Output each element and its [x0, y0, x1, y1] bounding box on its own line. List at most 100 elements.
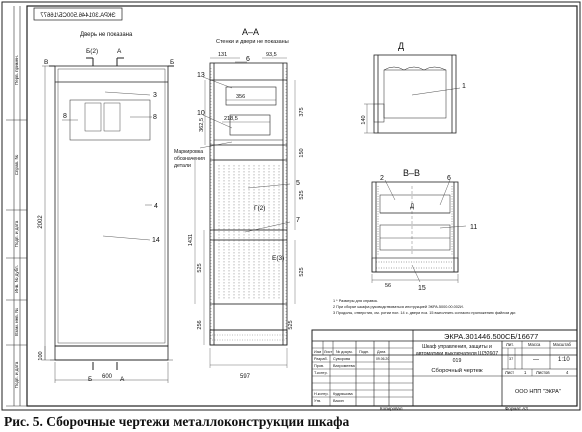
top-stamp: ЭКРА.301446.500СБ/16677 [40, 13, 116, 19]
section-b2-label: Б(2) [86, 48, 98, 55]
scale-value: 1:10 [558, 357, 570, 363]
side-strip [6, 6, 27, 407]
vv-callout-11: 11 [470, 224, 477, 231]
product-name-line-3: 019 [453, 358, 462, 364]
view-d-drawing [364, 54, 461, 134]
sheet-border [1, 1, 581, 411]
section-aa-top-parts [214, 86, 283, 141]
note-2: 2 При сборке шкафа руководствоваться инс… [333, 305, 464, 309]
title-block-right: Лит. Масса Масштаб 37 — 1:10 Лист 1 Лист… [505, 342, 572, 395]
vv-view-mark-d: Д [410, 204, 414, 210]
side-cell-2: Справ. № [14, 155, 19, 176]
section-a-label: А [117, 48, 122, 55]
front-base-dim: 100 [38, 351, 44, 360]
section-a-bottom-label: А [120, 376, 125, 383]
section-vv-title: В–В [403, 168, 420, 178]
aa-dim-597: 597 [240, 374, 251, 380]
title-block-grid [311, 329, 578, 407]
aa-callout-10: 10 [197, 110, 205, 117]
col-header-doc: № докум. [336, 350, 353, 354]
section-vv-drawing [371, 181, 459, 283]
aa-dim-218-5: 218,5 [224, 116, 238, 122]
drawing-frame [26, 5, 578, 407]
section-b-bottom-label: Б [88, 376, 92, 383]
aa-dim-356: 356 [236, 94, 245, 100]
aa-dim-375: 375 [299, 107, 305, 116]
row-role-6: Утв. [314, 399, 321, 403]
section-aa-perforation [210, 68, 287, 341]
aa-dim-256: 256 [197, 320, 203, 329]
assembly-drawing-sheet: Перв. примен. Справ. № Подп. и дата Инв.… [1, 1, 581, 411]
sheets-value: 4 [566, 370, 569, 375]
front-section-marks [49, 57, 174, 370]
front-callouts: 3 8 8 4 14 [62, 91, 160, 244]
col-header-list: Лист [324, 350, 333, 354]
front-width-dim: 600 [102, 374, 113, 380]
company-name: ООО НПП "ЭКРА" [515, 389, 561, 395]
top-stamp-box [33, 7, 123, 21]
mass-value: — [533, 357, 539, 363]
aa-callout-e3: Е(3) [272, 255, 284, 262]
aa-dim-150: 150 [299, 148, 305, 157]
section-aa-dimensions: 131 93,5 356 218,5 362,5 375 150 525 525… [188, 52, 305, 380]
view-v-label: В [44, 59, 48, 66]
aa-dim-131: 131 [218, 52, 227, 58]
front-view [50, 65, 173, 361]
view-d-callout-1: 1 [462, 83, 466, 90]
section-aa-dimension-lines [194, 57, 296, 368]
aa-dim-525-a: 525 [299, 190, 305, 199]
format-label: Формат А3 [505, 406, 528, 411]
marking-note-line-3: детали [174, 163, 191, 169]
sheet-label: Лист [505, 370, 514, 375]
aa-dim-93-5: 93,5 [266, 52, 277, 58]
front-callout-3: 3 [153, 92, 157, 99]
front-labels: Дверь не показана Б(2) А В Б 2002 100 60… [38, 32, 174, 383]
marking-note: Маркировка обозначения детали [174, 141, 233, 169]
col-header-izm: Изм [314, 350, 321, 354]
view-d-dim-140: 140 [361, 115, 367, 124]
copied-label: Копировал [380, 406, 403, 411]
section-aa-subtitle: Стенки и двери не показаны [216, 39, 289, 45]
row-date-1: 09.06.20 [376, 357, 389, 361]
row-name-5: Кудряшова [333, 392, 353, 396]
col-header-sign: Подп. [359, 350, 369, 354]
side-cell-1: Перв. примен. [14, 55, 19, 85]
side-cell-6: Подп. и дата [14, 361, 19, 388]
section-vv-callouts: 2 6 11 15 Д [380, 175, 477, 292]
aa-dim-362-5: 362,5 [199, 118, 205, 132]
row-name-6: Васин [333, 399, 344, 403]
row-role-2: Пров. [314, 364, 324, 368]
front-callout-14: 14 [152, 237, 160, 244]
view-b-label: Б [170, 59, 174, 66]
doc-number: ЭКРА.301446.500СБ/16677 [444, 332, 538, 341]
sheet-value: 1 [524, 370, 527, 375]
marking-note-line-1: Маркировка [174, 149, 203, 155]
section-aa-frame [209, 62, 288, 346]
title-block-headers: Изм Лист № докум. Подп. Дата [314, 350, 386, 354]
front-callout-4: 4 [154, 203, 158, 210]
side-strip-labels: Перв. примен. Справ. № Подп. и дата Инв.… [14, 55, 19, 388]
drawing-notes: 1 * Размеры для справок. 2 При сборке шк… [333, 299, 516, 315]
product-name-line-2: автоматики выключателя ШЭ2607 [416, 351, 498, 357]
title-block-rows: Разраб. Суворова 09.06.20 Пров. Вахромее… [314, 357, 389, 403]
vv-dim-56: 56 [385, 283, 391, 289]
lit-value: 37 [509, 357, 513, 361]
aa-callout-5: 5 [296, 180, 300, 187]
aa-callout-7: 7 [296, 217, 300, 224]
aa-callout-g2: Г(2) [254, 205, 265, 212]
marking-note-line-2: обозначения [174, 156, 205, 162]
vv-callout-15: 15 [418, 285, 426, 292]
front-callout-8-right: 8 [153, 114, 157, 121]
figure-caption: Рис. 5. Сборочные чертежи металлоконстру… [4, 414, 350, 429]
note-1: 1 * Размеры для справок. [333, 299, 378, 303]
row-role-5: Н.контр. [314, 392, 329, 396]
scale-label: Масштаб [553, 342, 572, 347]
aa-dim-525-c: 525 [197, 263, 203, 272]
aa-callout-6: 6 [246, 56, 250, 63]
aa-dim-525-d: 525 [288, 320, 294, 329]
row-role-3: Т.контр. [314, 371, 328, 375]
section-aa-callouts: 6 13 10 5 7 Г(2) Е(3) [197, 56, 300, 262]
note-3: 3 Продолы, отверстия, см. ротии пол. 14 … [333, 311, 516, 315]
door-note: Дверь не показана [80, 32, 133, 38]
front-callout-8-left: 8 [63, 113, 67, 120]
